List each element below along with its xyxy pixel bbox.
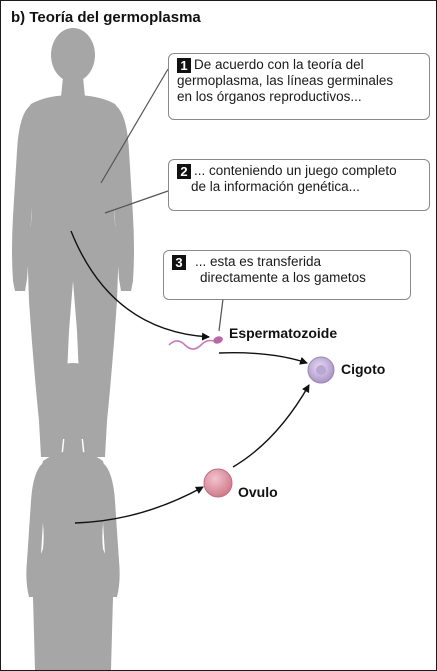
male-neck: [61, 77, 85, 97]
female-right-arm: [103, 463, 120, 597]
female-left-arm: [26, 463, 43, 597]
callout-2-text-1: ... conteniendo un juego completo: [194, 163, 397, 178]
callout-3-pointer: [218, 298, 224, 332]
callout-2-number: 2: [177, 164, 191, 179]
sperm-to-zygote-arrow: [218, 352, 308, 365]
zygote-nucleus: [316, 365, 326, 375]
callout-1-number: 1: [177, 58, 191, 73]
callout-3-text-1: ... esta es transferida: [195, 254, 322, 269]
zygote-cell: [307, 356, 335, 384]
male-torso: [24, 95, 122, 253]
female-legs: [33, 597, 113, 670]
callout-pointers: [100, 68, 224, 332]
zygote-label: Cigoto: [341, 361, 386, 377]
sperm-label: Espermatozoide: [229, 325, 338, 341]
callout-2-line-2: de la información genética...: [191, 179, 360, 194]
female-torso: [33, 451, 113, 601]
female-figure: [26, 363, 120, 670]
ovum-label: Ovulo: [238, 484, 278, 500]
callout-1-text-1: De acuerdo con la teoría del: [194, 57, 364, 72]
callout-1-line-2: germoplasma, las líneas germinales: [177, 73, 394, 88]
callout-3-number: 3: [172, 255, 186, 270]
callout-3-line-1: 3 ... esta es transferida: [172, 254, 404, 270]
male-to-sperm-arrow: [70, 230, 210, 341]
sperm-cell: [168, 336, 223, 350]
female-to-ovum-arrow: [74, 486, 204, 524]
callout-3-line-2: directamente a los gametos: [200, 270, 366, 285]
callout-1-pointer: [100, 68, 169, 184]
callout-3: 3 ... esta es transferida directamente a …: [163, 250, 411, 300]
callout-2: 2... conteniendo un juego completo de la…: [168, 159, 430, 211]
callout-1-line-3: en los órganos reproductivos...: [177, 89, 362, 104]
callout-2-pointer: [104, 190, 169, 214]
ovum-cell: [203, 468, 233, 498]
female-head-hair: [48, 363, 98, 439]
sperm-tail: [168, 339, 214, 350]
female-neck: [63, 433, 83, 453]
ovum-to-zygote-arrow: [232, 384, 310, 468]
male-head: [51, 28, 95, 82]
callout-2-line-1: 2... conteniendo un juego completo: [177, 163, 423, 179]
sperm-head: [213, 336, 223, 344]
figure-title: b) Teoría del germoplasma: [11, 9, 201, 26]
